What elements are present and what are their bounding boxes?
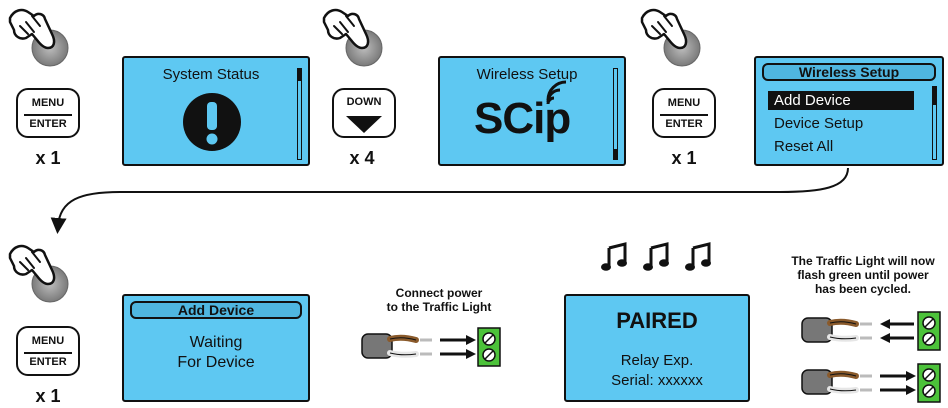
screen-header: Add Device: [130, 301, 302, 319]
scrollbar: [613, 68, 618, 160]
scrollbar: [297, 68, 302, 160]
paired-line-2: Serial: xxxxxx: [611, 372, 703, 389]
menu-item-device-setup[interactable]: Device Setup: [774, 115, 864, 132]
button-bottom-label: ENTER: [29, 118, 67, 130]
button-top-label: MENU: [31, 335, 65, 347]
menu-enter-button[interactable]: MENU ENTER: [16, 88, 80, 138]
button-top-label: MENU: [31, 97, 65, 109]
power-reconnect-diagram: [801, 363, 941, 403]
menu-enter-button[interactable]: MENU ENTER: [652, 88, 716, 138]
music-note-icon: [600, 242, 630, 272]
press-hand-icon: [636, 4, 706, 70]
caption-line-3: has been cycled.: [814, 282, 912, 296]
button-bottom-label: ENTER: [29, 356, 67, 368]
press-count: x 1: [35, 386, 61, 406]
paired-title: PAIRED: [616, 308, 698, 333]
button-bottom-label: ENTER: [665, 118, 703, 130]
scrollbar: [932, 86, 937, 160]
screen-title: System Status: [162, 66, 260, 83]
down-button[interactable]: DOWN: [332, 88, 396, 138]
press-count: x 1: [671, 148, 697, 168]
menu-item-add-device[interactable]: Add Device: [768, 91, 914, 110]
waiting-line-2: For Device: [177, 354, 255, 371]
caption-line-1: Connect power: [395, 286, 483, 300]
caption-line-1: The Traffic Light will now: [791, 254, 935, 268]
screen-header: Wireless Setup: [762, 63, 936, 81]
lcd-screen-paired: PAIRED Relay Exp. Serial: xxxxxx: [564, 294, 750, 402]
music-note-icon: [684, 242, 714, 272]
button-top-label: MENU: [667, 97, 701, 109]
caption-line-2: to the Traffic Light: [386, 300, 492, 314]
paired-line-1: Relay Exp.: [620, 352, 694, 369]
exclamation-icon: [183, 93, 241, 151]
flash-green-caption: The Traffic Light will now flash green u…: [780, 254, 946, 296]
press-hand-icon: [4, 4, 74, 70]
lcd-screen-wireless-setup: Wireless Setup SCip: [438, 56, 626, 166]
lcd-screen-wireless-menu: Wireless Setup Add Device Device Setup R…: [754, 56, 944, 166]
press-count: x 1: [35, 148, 61, 168]
menu-enter-button[interactable]: MENU ENTER: [16, 326, 80, 376]
lcd-screen-system-status: System Status: [122, 56, 310, 166]
scip-logo: SCip: [474, 94, 571, 143]
button-label: DOWN: [346, 96, 382, 108]
button-divider: [24, 352, 72, 354]
waiting-line-1: Waiting: [189, 334, 243, 351]
lcd-screen-add-device: Add Device Waiting For Device: [122, 294, 310, 402]
menu-item-reset-all[interactable]: Reset All: [774, 138, 834, 155]
press-hand-icon: [318, 4, 388, 70]
music-note-icon: [642, 242, 672, 272]
power-disconnect-diagram: [801, 311, 941, 351]
down-arrow-icon: [346, 116, 382, 133]
button-divider: [660, 114, 708, 116]
press-hand-icon: [4, 240, 74, 306]
connect-power-caption: Connect power to the Traffic Light: [364, 286, 514, 314]
press-count: x 4: [349, 148, 375, 168]
button-divider: [24, 114, 72, 116]
screen-title: Wireless Setup: [476, 66, 578, 83]
caption-line-2: flash green until power: [797, 268, 929, 282]
wireless-signal-icon: [546, 80, 567, 105]
power-wire-connection: [361, 327, 501, 367]
